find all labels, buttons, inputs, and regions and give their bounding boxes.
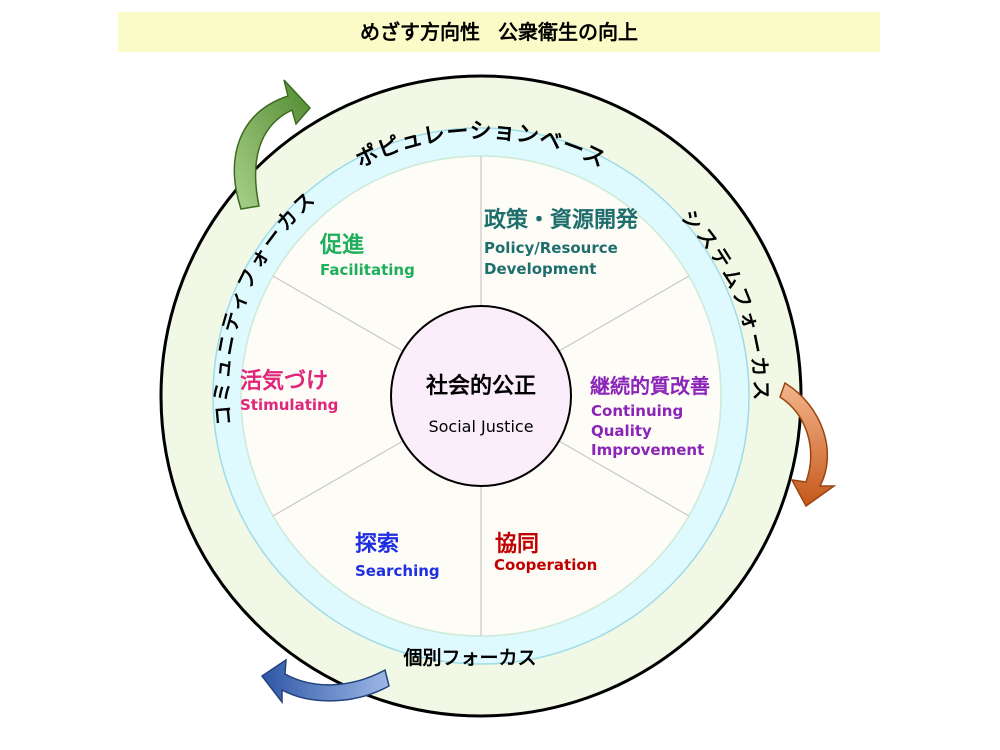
segment-searching-en: Searching bbox=[355, 562, 440, 580]
curved-arrow-green-icon bbox=[233, 79, 312, 210]
segment-facilitating-jp: 促進 bbox=[319, 233, 364, 258]
segment-stimulating: 活気づけ Stimulating bbox=[240, 368, 338, 414]
curved-arrow-blue-icon bbox=[260, 658, 390, 705]
segment-quality-en-2: Quality bbox=[591, 422, 652, 440]
segment-quality-en-3: Improvement bbox=[591, 441, 704, 459]
segment-policy-en-2: Development bbox=[484, 260, 596, 278]
segment-quality-jp: 継続的質改善 bbox=[590, 374, 710, 398]
center-en: Social Justice bbox=[428, 417, 533, 436]
center-jp: 社会的公正 bbox=[426, 373, 536, 399]
segment-policy: 政策・資源開発 Policy/Resource Development bbox=[484, 207, 639, 278]
segment-stimulating-en: Stimulating bbox=[240, 396, 338, 414]
segment-policy-jp: 政策・資源開発 bbox=[484, 207, 639, 233]
segment-searching: 探索 Searching bbox=[355, 531, 440, 580]
segment-quality-en-1: Continuing bbox=[591, 402, 683, 420]
segment-searching-jp: 探索 bbox=[355, 531, 399, 557]
segment-policy-en-1: Policy/Resource bbox=[484, 239, 618, 257]
segment-cooperation: 協同 Cooperation bbox=[494, 531, 597, 574]
segment-stimulating-jp: 活気づけ bbox=[240, 368, 328, 394]
goal-lead: めざす方向性 bbox=[360, 20, 480, 44]
segment-cooperation-en: Cooperation bbox=[494, 556, 597, 574]
goal-main: 公衆衛生の向上 bbox=[498, 20, 638, 44]
goal-banner: めざす方向性公衆衛生の向上 bbox=[118, 12, 880, 52]
center-circle bbox=[390, 305, 572, 487]
segment-cooperation-jp: 協同 bbox=[495, 531, 539, 557]
ring-label-bottom: 個別フォーカス bbox=[402, 647, 536, 669]
curved-arrow-orange-icon bbox=[779, 381, 837, 508]
segment-quality: 継続的質改善 Continuing Quality Improvement bbox=[590, 374, 710, 459]
segment-facilitating: 促進 Facilitating bbox=[319, 233, 415, 279]
segment-dividers bbox=[272, 156, 690, 636]
segment-facilitating-en: Facilitating bbox=[320, 261, 415, 279]
